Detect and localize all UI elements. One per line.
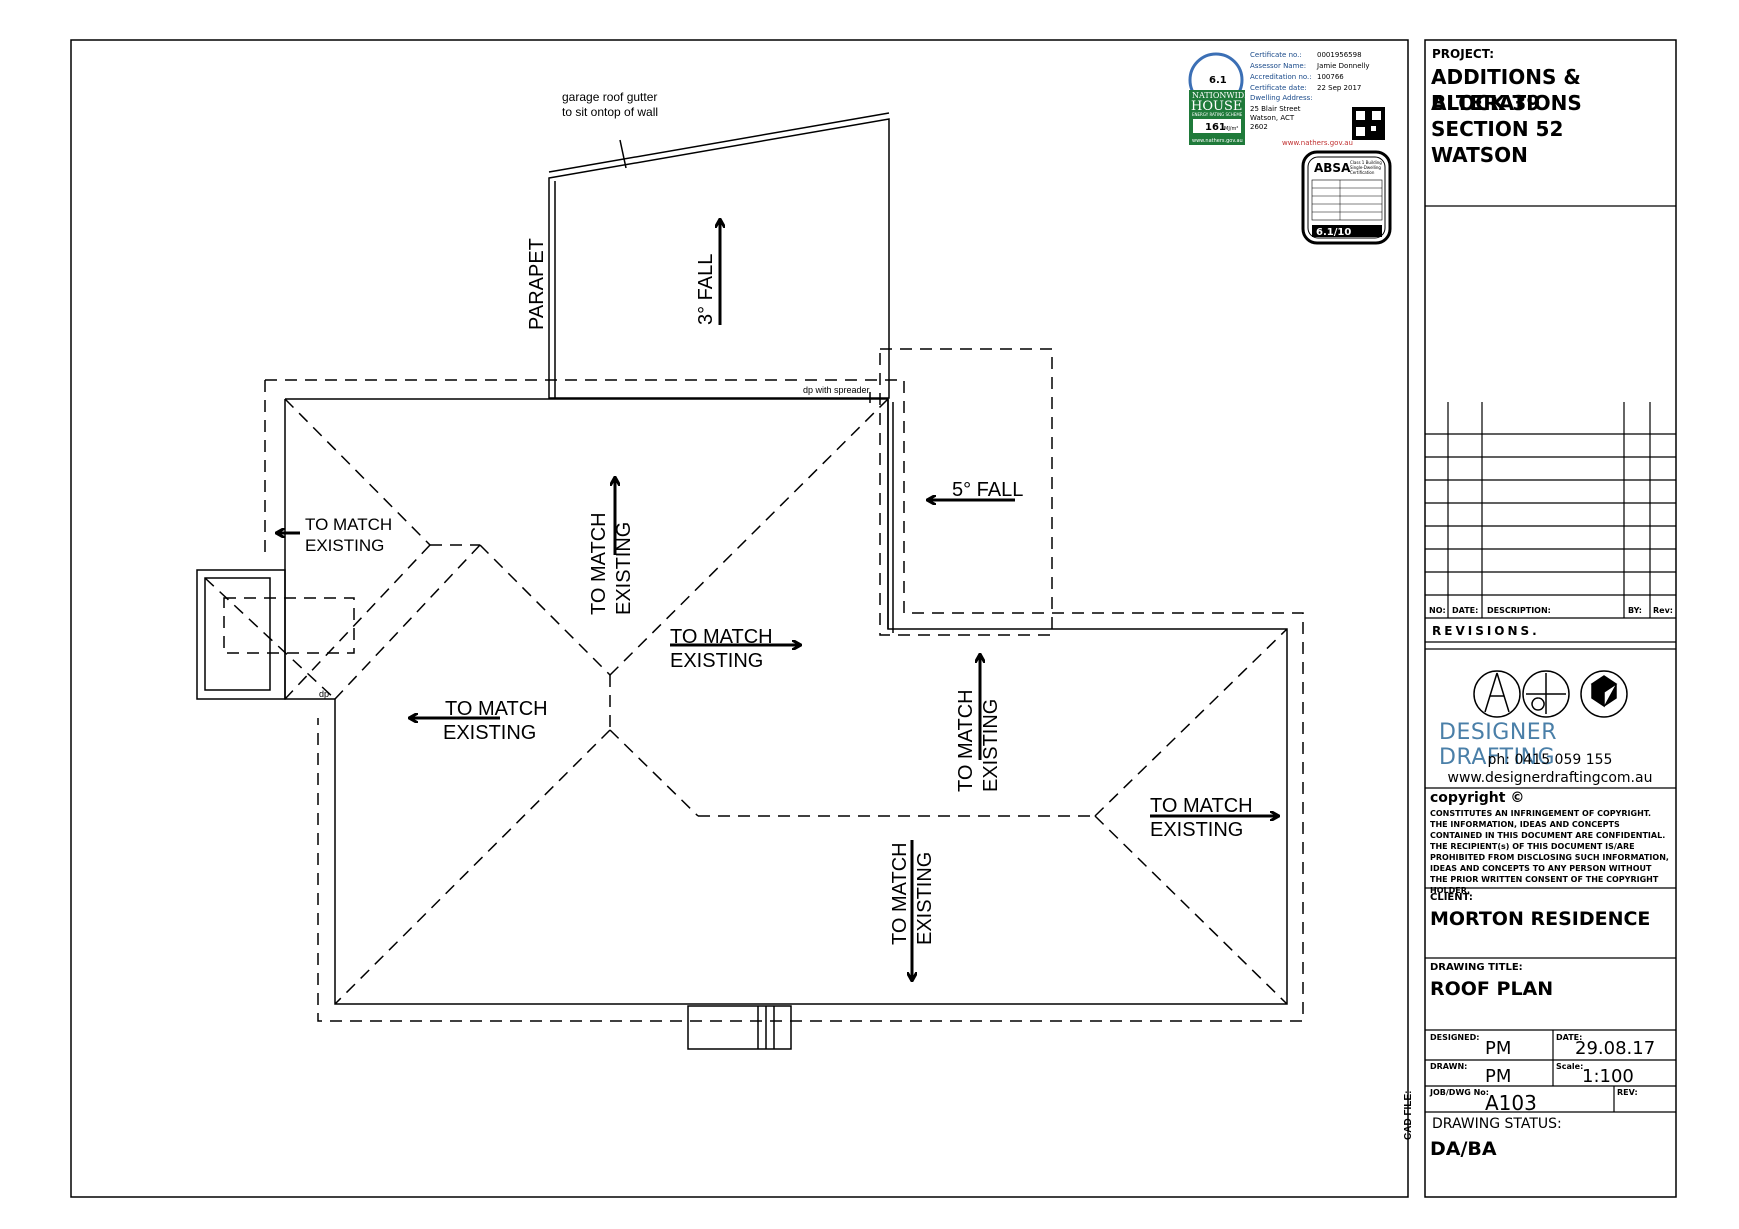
job-label: JOB/DWG No: (1430, 1088, 1490, 1097)
date-label: DATE: (1556, 1033, 1583, 1042)
copyright-title: copyright © (1430, 790, 1525, 806)
date-value: 29.08.17 (1575, 1038, 1656, 1059)
drawing-border (70, 39, 1409, 1198)
match-label-7b: EXISTING (914, 852, 936, 945)
svg-text:www.nathers.gov.au: www.nathers.gov.au (1282, 139, 1353, 147)
match-label-3b: EXISTING (670, 650, 763, 672)
absa-badge: ABSA Class 1 Building Single-Dwelling Ce… (1301, 150, 1392, 245)
title-block: PROJECT: ADDITIONS & ALTERATIONS BLOCK 3… (1425, 40, 1676, 1197)
svg-text:100766: 100766 (1317, 73, 1344, 81)
match-label-3a: TO MATCH (670, 626, 773, 648)
dp-spreader-label: dp with spreader (803, 385, 870, 395)
svg-text:HOUSE: HOUSE (1191, 99, 1242, 114)
svg-text:Jamie Donnelly: Jamie Donnelly (1316, 62, 1370, 70)
garage-gutter (548, 112, 890, 173)
gutter-note: garage roof gutter (562, 90, 657, 104)
drawing-title: ROOF PLAN (1430, 978, 1554, 1000)
company-website: www.designerdraftingcom.au (1447, 770, 1653, 786)
svg-text:Class 1 Building: Class 1 Building (1350, 160, 1382, 165)
nathers-fields: Certificate no.: 0001956598 Assessor Nam… (1250, 51, 1370, 147)
deck-roof (879, 348, 1053, 636)
revisions-label: REVISIONS. (1432, 624, 1540, 638)
scale-value: 1:100 (1582, 1066, 1634, 1087)
svg-text:Certification: Certification (1350, 170, 1375, 175)
rev-header-description: DESCRIPTION: (1487, 606, 1551, 615)
svg-text:161: 161 (1205, 122, 1226, 133)
svg-text:6.1: 6.1 (1209, 75, 1227, 86)
match-label-2b: EXISTING (613, 522, 635, 615)
hip-line (284, 398, 431, 546)
company-phone: ph: 0415 059 155 (1487, 752, 1613, 768)
step (687, 1005, 792, 1050)
cad-file-label: CAD FILE: (1403, 1090, 1414, 1140)
match-label-4a: TO MATCH (445, 698, 548, 720)
project-line-3: SECTION 52 (1431, 117, 1564, 141)
svg-text:ABSA: ABSA (1314, 161, 1351, 175)
eaves-line (265, 379, 1304, 1022)
svg-text:Accreditation no.:: Accreditation no.: (1250, 73, 1312, 81)
drawn-label: DRAWN: (1430, 1062, 1468, 1071)
svg-text:MJ/m²: MJ/m² (1224, 126, 1238, 132)
copyright-icon: © (1510, 790, 1525, 806)
project-label: PROJECT: (1432, 47, 1495, 61)
match-label-2a: TO MATCH (588, 512, 610, 615)
svg-text:Dwelling Address:: Dwelling Address: (1250, 94, 1313, 102)
garage-roof-outline (548, 118, 890, 399)
svg-text:Certificate date:: Certificate date: (1250, 84, 1307, 92)
company-name: DESIGNER DRAFTING (1439, 720, 1557, 770)
match-label-5a: TO MATCH (955, 689, 977, 792)
svg-text:2602: 2602 (1250, 123, 1268, 131)
svg-text:Watson, ACT: Watson, ACT (1250, 114, 1295, 122)
svg-text:0001956598: 0001956598 (1317, 51, 1362, 59)
project-line-2: BLOCK 39 (1431, 91, 1541, 115)
rev-header-rev: Rev: (1653, 606, 1673, 615)
copyright-body: CONSTITUTES AN INFRINGEMENT OF COPYRIGHT… (1430, 809, 1669, 895)
client-label: CLIENT: (1430, 892, 1473, 903)
gutter-note-2: to sit ontop of wall (562, 105, 658, 119)
svg-text:NATIONWIDE: NATIONWIDE (1192, 91, 1250, 100)
svg-text:Assessor Name:: Assessor Name: (1250, 62, 1306, 70)
fall-5-label: 5° FALL (952, 479, 1023, 501)
svg-text:25 Blair Street: 25 Blair Street (1250, 105, 1301, 113)
match-label-4b: EXISTING (443, 722, 536, 744)
fall-3-label: 3° FALL (695, 254, 717, 325)
svg-text:Certificate no.:: Certificate no.: (1250, 51, 1302, 59)
nathers-badge: 6.1 NATIONWIDE HOUSE ENERGY RATING SCHEM… (1188, 52, 1385, 145)
client-name: MORTON RESIDENCE (1430, 908, 1651, 930)
rev-header-date: DATE: (1452, 606, 1479, 615)
drawing-title-label: DRAWING TITLE: (1430, 962, 1523, 973)
status-value: DA/BA (1430, 1138, 1497, 1160)
rev-label: REV: (1617, 1088, 1638, 1097)
bay-window (196, 569, 286, 700)
project-line-1: ADDITIONS & ALTERATIONS (1431, 65, 1582, 115)
svg-text:www.nathers.gov.au: www.nathers.gov.au (1192, 138, 1243, 144)
drawn-value: PM (1485, 1066, 1512, 1087)
svg-text:ENERGY RATING SCHEME: ENERGY RATING SCHEME (1192, 112, 1243, 117)
match-label-1b: EXISTING (305, 536, 384, 555)
scale-label: Scale: (1556, 1062, 1584, 1071)
designed-label: DESIGNED: (1430, 1033, 1480, 1042)
rev-header-by: BY: (1628, 606, 1642, 615)
match-label-5b: EXISTING (980, 699, 1002, 792)
match-label-6b: EXISTING (1150, 819, 1243, 841)
project-line-4: WATSON (1431, 143, 1528, 167)
main-roof-outline (284, 398, 1288, 1005)
company-logo (1473, 670, 1628, 718)
match-label-7a: TO MATCH (889, 842, 911, 945)
svg-text:6.1/10: 6.1/10 (1316, 227, 1351, 238)
gutter-leader (619, 139, 627, 169)
svg-text:22 Sep 2017: 22 Sep 2017 (1317, 84, 1361, 92)
parapet-label: PARAPET (526, 238, 548, 330)
designed-value: PM (1485, 1038, 1512, 1059)
status-label: DRAWING STATUS: (1432, 1116, 1562, 1132)
svg-text:Single-Dwelling: Single-Dwelling (1350, 165, 1381, 170)
match-label-6a: TO MATCH (1150, 795, 1253, 817)
rev-header-no: NO: (1429, 606, 1446, 615)
job-value: A103 (1485, 1091, 1537, 1115)
match-label-1a: TO MATCH (305, 515, 392, 534)
dp-label: dp (319, 689, 329, 699)
